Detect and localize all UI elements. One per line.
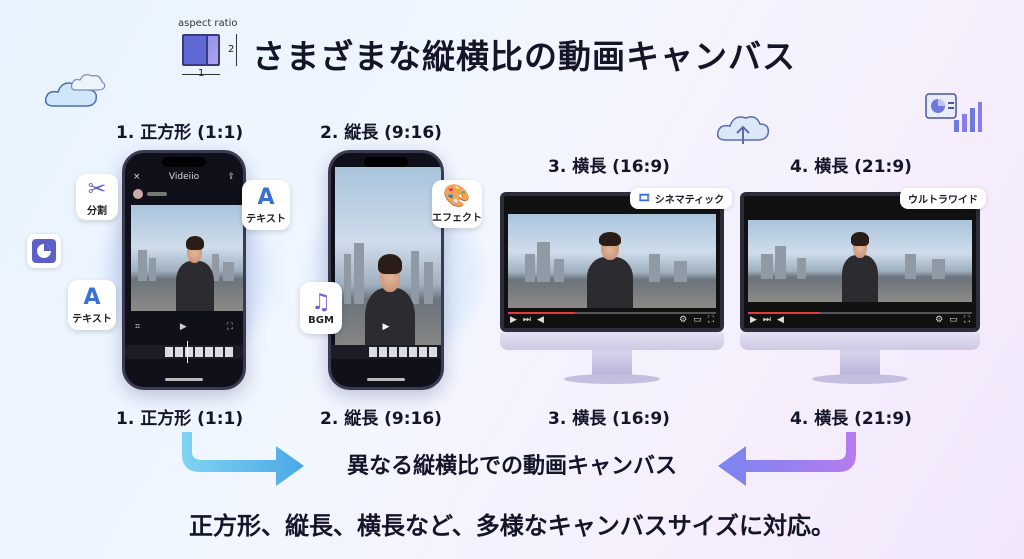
phone-notch bbox=[162, 157, 206, 167]
next-icon[interactable]: ⏭ bbox=[522, 315, 532, 325]
phone-notch bbox=[364, 157, 408, 167]
monitor-21-9: ▶ ⏭ ◀ ⚙ ▭ ⛶ bbox=[740, 192, 980, 392]
username-bar bbox=[147, 192, 167, 196]
aspect-width-arrow-icon bbox=[182, 74, 220, 75]
monitor-stand bbox=[592, 350, 632, 376]
monitor-base bbox=[812, 374, 908, 384]
aspect-height-value: 2 bbox=[228, 44, 235, 55]
avatar bbox=[133, 189, 143, 199]
text-badge-right-label: テキスト bbox=[246, 213, 286, 225]
text-a-icon: A bbox=[257, 184, 275, 210]
theater-icon[interactable]: ▭ bbox=[949, 315, 958, 325]
monitor-chin bbox=[740, 332, 980, 350]
video-frame-16-9 bbox=[508, 214, 716, 308]
aspect-ratio-rect-icon bbox=[182, 34, 220, 66]
volume-icon[interactable]: ◀ bbox=[777, 315, 784, 325]
palette-icon: 🎨 bbox=[443, 183, 471, 209]
format-label-square-bottom: 1. 正方形 (1:1) bbox=[116, 409, 244, 429]
effect-badge[interactable]: 🎨 エフェクト bbox=[432, 180, 482, 228]
phone-square-editor: × Videiio ⇪ ⌗ ▶ ⛶ bbox=[122, 150, 246, 390]
cloud-small-icon bbox=[70, 72, 106, 94]
aspect-ratio-graphic: aspect ratio 1 2 bbox=[178, 18, 248, 82]
format-label-vertical-top: 2. 縦長 (9:16) bbox=[320, 123, 442, 143]
arrow-left-icon bbox=[716, 432, 862, 486]
home-indicator bbox=[367, 378, 405, 381]
text-badge-left-label: テキスト bbox=[72, 313, 112, 325]
app-title: Videiio bbox=[168, 172, 200, 182]
format-label-16-9-bottom: 3. 横長 (16:9) bbox=[548, 409, 670, 429]
settings-icon[interactable]: ⚙ bbox=[935, 315, 944, 325]
aspect-ratio-label: aspect ratio bbox=[178, 18, 238, 29]
monitor-base bbox=[564, 374, 660, 384]
format-label-21-9-bottom: 4. 横長 (21:9) bbox=[790, 409, 912, 429]
play-icon[interactable]: ▶ bbox=[750, 315, 757, 325]
bottom-caption: 正方形、縦長、横長など、多様なキャンバスサイズに対応。 bbox=[188, 512, 836, 540]
video-control-bar[interactable]: ▶ ⏭ ◀ ⚙ ▭ ⛶ bbox=[504, 312, 720, 328]
format-label-square-top: 1. 正方形 (1:1) bbox=[116, 123, 244, 143]
pie-chart-icon bbox=[27, 234, 61, 268]
film-icon: 🎞 bbox=[638, 193, 651, 204]
cinematic-tag: 🎞 シネマティック bbox=[630, 188, 733, 209]
monitor-16-9: ▶ ⏭ ◀ ⚙ ▭ ⛶ bbox=[500, 192, 724, 392]
middle-caption: 異なる縦横比での動画キャンバス bbox=[346, 454, 677, 479]
timeline-track[interactable] bbox=[331, 345, 441, 359]
arrow-right-icon bbox=[176, 432, 306, 486]
ultrawide-tag-label: ウルトラワイド bbox=[908, 195, 978, 206]
next-icon[interactable]: ⏭ bbox=[762, 315, 772, 325]
timeline-track[interactable] bbox=[125, 341, 243, 363]
close-icon[interactable]: × bbox=[133, 172, 141, 182]
play-icon[interactable]: ▶ bbox=[510, 315, 517, 325]
monitor-screen: ▶ ⏭ ◀ ⚙ ▭ ⛶ bbox=[740, 192, 980, 332]
format-label-21-9-top: 4. 横長 (21:9) bbox=[790, 157, 912, 177]
fullscreen-icon[interactable]: ⛶ bbox=[707, 315, 714, 325]
page-title: さまざまな縦横比の動画キャンバス bbox=[252, 37, 796, 76]
cinematic-tag-label: シネマティック bbox=[654, 195, 725, 206]
video-frame-square bbox=[131, 205, 243, 311]
text-badge-left[interactable]: A テキスト bbox=[68, 280, 116, 330]
monitor-stand bbox=[840, 350, 880, 376]
playhead[interactable] bbox=[187, 341, 188, 363]
effect-badge-label: エフェクト bbox=[432, 212, 482, 224]
settings-icon[interactable]: ⚙ bbox=[679, 315, 688, 325]
ultrawide-tag: ウルトラワイド bbox=[900, 188, 986, 209]
aspect-width-value: 1 bbox=[198, 68, 205, 79]
split-badge-label: 分割 bbox=[87, 205, 107, 217]
share-icon[interactable]: ⇪ bbox=[227, 172, 235, 182]
analytics-chart-icon bbox=[924, 92, 982, 134]
text-badge-right[interactable]: A テキスト bbox=[242, 180, 290, 230]
format-label-vertical-bottom: 2. 縦長 (9:16) bbox=[320, 409, 442, 429]
text-a-icon: A bbox=[83, 284, 101, 310]
monitor-screen: ▶ ⏭ ◀ ⚙ ▭ ⛶ bbox=[500, 192, 724, 332]
bgm-badge[interactable]: ♫ BGM bbox=[300, 282, 342, 334]
volume-icon[interactable]: ◀ bbox=[537, 315, 544, 325]
bgm-badge-label: BGM bbox=[308, 314, 334, 326]
split-badge[interactable]: ✂ 分割 bbox=[76, 174, 118, 220]
aspect-height-arrow-icon bbox=[236, 34, 237, 66]
monitor-chin bbox=[500, 332, 724, 350]
video-frame-21-9 bbox=[748, 220, 972, 302]
scissors-icon: ✂ bbox=[87, 176, 107, 202]
play-icon[interactable]: ▶ bbox=[179, 322, 187, 332]
crop-icon[interactable]: ⌗ bbox=[135, 322, 141, 332]
video-control-bar[interactable]: ▶ ⏭ ◀ ⚙ ▭ ⛶ bbox=[744, 312, 976, 328]
home-indicator bbox=[165, 378, 203, 381]
phone-vertical: ▶ bbox=[328, 150, 444, 390]
cloud-upload-icon bbox=[714, 110, 772, 148]
fullscreen-icon[interactable]: ⛶ bbox=[963, 315, 970, 325]
music-icon: ♫ bbox=[311, 289, 331, 315]
theater-icon[interactable]: ▭ bbox=[693, 315, 702, 325]
play-icon[interactable]: ▶ bbox=[382, 322, 390, 332]
fullscreen-icon[interactable]: ⛶ bbox=[226, 322, 233, 332]
format-label-16-9-top: 3. 横長 (16:9) bbox=[548, 157, 670, 177]
